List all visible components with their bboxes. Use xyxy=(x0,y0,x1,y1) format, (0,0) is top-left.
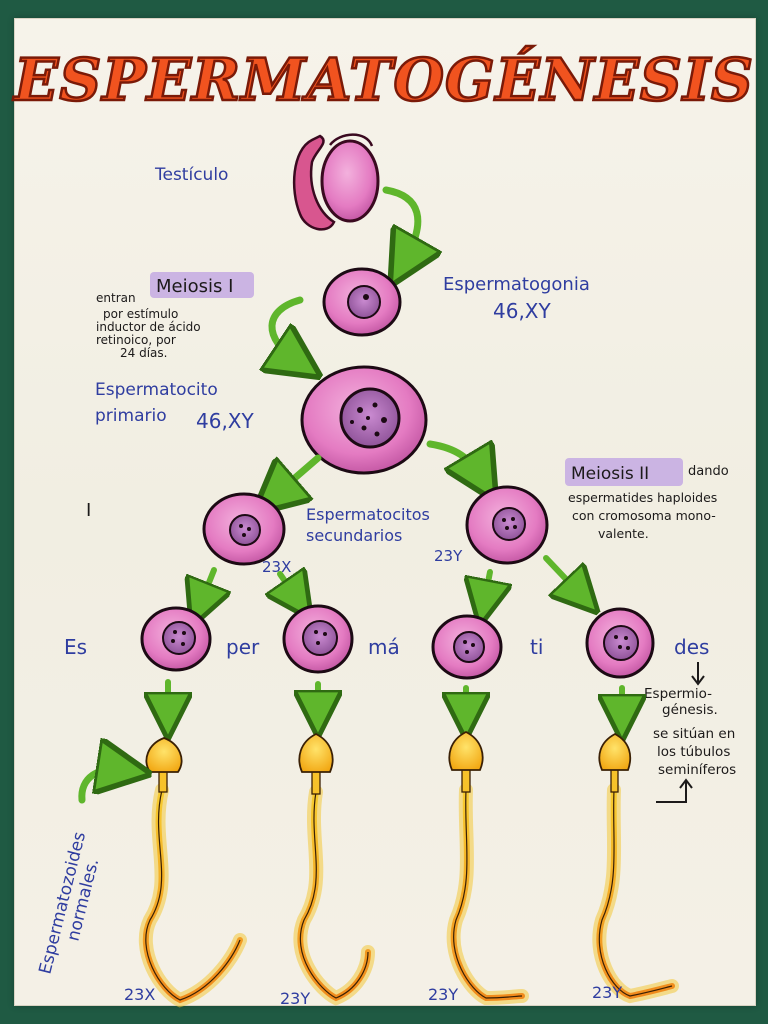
sperm-cariotipo-4: 23Y xyxy=(592,983,622,1002)
syllable-4: ti xyxy=(530,635,543,659)
espermiogenesis-note-1: Espermio- xyxy=(644,686,712,702)
meiosis2-note-3: valente. xyxy=(598,526,649,541)
meiosis2-note-1: espermatides haploides xyxy=(568,490,717,505)
arrow-spermatogonia-to-primary xyxy=(272,296,300,362)
label-meiosis1: Meiosis I xyxy=(156,276,233,297)
espermiogenesis-note-4: los túbulos xyxy=(657,744,730,760)
label-meiosis2-suffix: dando xyxy=(688,464,729,479)
cell-espermatide-3 xyxy=(431,614,503,680)
label-secundarios-2: secundarios xyxy=(306,526,402,545)
arrow-testis-to-spermatogonia xyxy=(382,186,418,262)
cell-espermatide-1 xyxy=(140,606,212,672)
meiosis1-note-2: inductor de ácido xyxy=(96,320,201,334)
arrow-primary-to-secondary-left xyxy=(274,454,322,496)
meiosis1-note-4: 24 días. xyxy=(120,346,167,360)
label-espermatogonia-cariotipo: 46,XY xyxy=(493,299,552,323)
arrow-sec-left-to-spermatid-2 xyxy=(280,574,298,600)
arrow-sec-right-to-spermatid-4 xyxy=(543,555,582,596)
syllable-3: má xyxy=(368,635,400,659)
cell-secundario-right xyxy=(465,485,549,565)
label-secundario-right-cariotipo: 23Y xyxy=(434,547,463,565)
espermiogenesis-note-2: génesis. xyxy=(662,702,718,718)
corner-arrow xyxy=(656,778,693,803)
label-primario-2: primario xyxy=(95,406,167,426)
arrow-sec-right-to-spermatid-3 xyxy=(484,569,490,603)
espermiogenesis-note-3: se sitúan en xyxy=(653,726,735,742)
paper-sheet xyxy=(14,18,756,1006)
spermatozoon-4 xyxy=(592,732,679,1004)
cell-secundario-left xyxy=(202,492,286,566)
arrow-sec-left-to-spermatid-1 xyxy=(200,567,214,605)
label-testiculo: Testículo xyxy=(154,165,228,185)
syllable-1: Es xyxy=(64,635,87,659)
meiosis2-note-2: con cromosoma mono- xyxy=(572,508,716,523)
meiosis1-highlight xyxy=(150,272,254,298)
label-espermatogonia: Espermatogonia xyxy=(443,274,590,295)
label-primario-1: Espermatocito xyxy=(95,380,218,400)
spermatozoon-2 xyxy=(293,732,375,1006)
label-meiosis2: Meiosis II xyxy=(571,464,649,484)
meiosis1-note-1: por estímulo xyxy=(103,307,178,321)
testicle-drawing xyxy=(292,133,380,231)
cell-espermatocito-primario xyxy=(300,365,428,475)
meiosis1-note-3: retinoico, por xyxy=(96,333,176,347)
sperm-cariotipo-3: 23Y xyxy=(428,985,458,1004)
spermatozoon-3 xyxy=(446,730,529,1006)
arrow-primary-to-secondary-right xyxy=(426,444,482,478)
arrow-normales xyxy=(78,769,124,804)
espermiogenesis-note-5: seminíferos xyxy=(658,762,736,778)
label-secundarios-1: Espermatocitos xyxy=(306,505,430,524)
syllable-2: per xyxy=(226,635,260,659)
sperm-cariotipo-2: 23Y xyxy=(280,989,310,1008)
cell-espermatogonia xyxy=(322,267,402,337)
cell-espermatide-2 xyxy=(282,604,354,674)
sperm-cariotipo-1: 23X xyxy=(124,985,155,1004)
small-down-arrow xyxy=(691,662,705,686)
label-secundario-left-cariotipo: 23X xyxy=(262,558,291,576)
cell-espermatide-4 xyxy=(585,607,655,679)
page-title: ESPERMATOGÉNESIS xyxy=(12,46,754,114)
margin-mark: I xyxy=(86,500,91,521)
meiosis2-highlight xyxy=(565,458,683,486)
label-primario-cariotipo: 46,XY xyxy=(196,409,255,433)
spermatozoon-1 xyxy=(138,737,247,1008)
syllable-5: des xyxy=(674,635,709,659)
label-meiosis1-prefix: entran xyxy=(96,291,136,305)
